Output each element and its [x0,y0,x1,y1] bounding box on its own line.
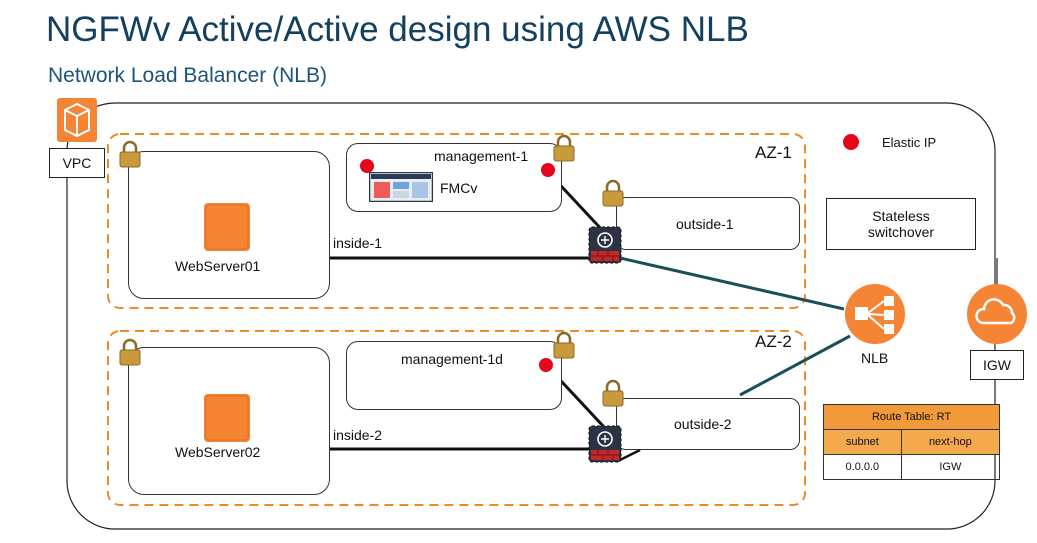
webserver01-label: WebServer01 [175,258,261,274]
igw-cloud-icon [967,284,1027,344]
elastic-ip-legend-dot [843,134,859,150]
outside-1-label: outside-1 [676,216,734,232]
lock-icon [119,140,141,168]
lock-icon [553,134,575,162]
route-table-cell: IGW [900,454,1001,480]
nlb-link-2 [739,334,851,397]
outside-2-subnet [616,398,800,450]
az1-label: AZ-1 [755,143,792,162]
webserver02-label: WebServer02 [175,444,261,460]
lock-icon [553,331,575,359]
outside-2-label: outside-2 [674,416,732,432]
vpc-label: VPC [49,148,105,178]
stateless-switchover-box: Stateless switchover [826,198,976,250]
vpc-icon [57,98,97,142]
table-row: 0.0.0.0 IGW [823,454,1001,480]
route-table-cell: 0.0.0.0 [823,454,902,480]
fmcv-elastic-ip [360,159,374,173]
lock-icon [602,379,624,407]
route-table-col-next-hop: next-hop [900,429,1001,455]
ngfwv-firewall-icon [588,425,622,463]
az2-label: AZ-2 [755,332,792,351]
az1-boundary [107,133,806,309]
route-table: Route Table: RT subnet next-hop 0.0.0.0 … [823,404,1001,480]
management-1d-elastic-ip [539,358,553,372]
fmcv-icon [369,172,433,202]
management-1-elastic-ip [541,163,555,177]
webserver02-icon [204,394,250,442]
ngfwv-firewall-icon [588,226,622,264]
outside-2-link [617,448,641,463]
lock-icon [119,338,141,366]
webserver01-icon [204,203,250,251]
elastic-ip-legend-label: Elastic IP [882,135,937,150]
lock-icon [602,179,624,207]
fmcv-label: FMCv [440,180,478,196]
route-table-title: Route Table: RT [823,404,1000,430]
nlb-link-1 [619,256,845,311]
inside-2-label: inside-2 [333,427,383,443]
route-table-col-subnet: subnet [823,429,902,455]
page-title: NGFWv Active/Active design using AWS NLB [46,10,749,49]
igw-label: IGW [970,350,1024,380]
page-subtitle: Network Load Balancer (NLB) [48,64,327,87]
management-1d-subnet [346,341,562,410]
management-1-label: management-1 [434,148,529,164]
management-1d-label: management-1d [401,351,503,367]
nlb-label: NLB [861,350,889,366]
outside-1-subnet [616,197,800,250]
inside-1-label: inside-1 [333,235,383,251]
az2-boundary [107,330,806,506]
nlb-icon [845,284,905,344]
